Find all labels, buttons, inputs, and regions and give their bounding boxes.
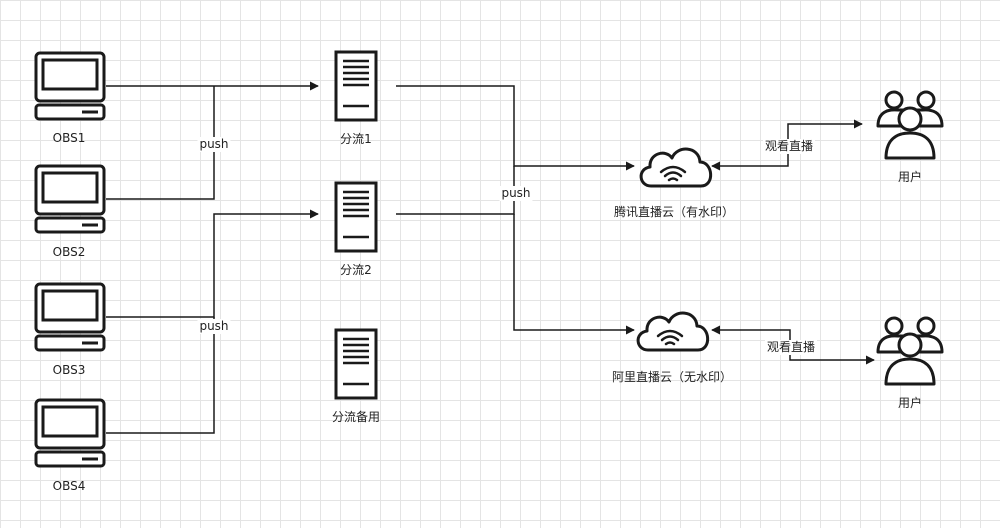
edge-obs4-split2	[106, 317, 215, 434]
split2-server-icon	[334, 181, 378, 253]
obs3-label: OBS3	[52, 363, 86, 377]
edge-label-push-split: push	[499, 186, 533, 201]
obs3-laptop-icon	[34, 282, 106, 352]
obs1-laptop-icon	[34, 51, 106, 121]
users-bottom-icon	[876, 316, 944, 386]
aliyun-cloud-wifi-icon	[636, 311, 710, 352]
edge-label-push-obs34: push	[197, 319, 231, 334]
obs4-laptop-icon	[34, 398, 106, 468]
edge-split2-aliyun	[513, 214, 635, 335]
users-bottom-label: 用户	[897, 396, 923, 410]
tencent-cloud-wifi-icon	[639, 147, 713, 188]
obs2-label: OBS2	[52, 245, 86, 259]
aliyun-label: 阿里直播云（无水印）	[612, 370, 733, 384]
obs4-label: OBS4	[52, 479, 86, 493]
split2-label: 分流2	[340, 263, 372, 277]
edge-label-push-obs12: push	[197, 137, 231, 152]
edge-split1-tencent	[396, 85, 635, 171]
edge-obs2-split1	[106, 86, 215, 200]
split1-server-icon	[334, 50, 378, 122]
edge-obs3-split2	[106, 209, 319, 318]
edge-label-watch-bottom: 观看直播	[764, 340, 818, 355]
obs1-label: OBS1	[52, 131, 86, 145]
users-top-icon	[876, 90, 944, 160]
edge-split2-tencent	[396, 166, 515, 215]
edge-label-watch-top: 观看直播	[762, 139, 816, 154]
split-backup-label: 分流备用	[331, 410, 381, 424]
split-backup-server-icon	[334, 328, 378, 400]
users-top-label: 用户	[897, 170, 923, 184]
tencent-label: 腾讯直播云（有水印）	[614, 205, 735, 219]
split1-label: 分流1	[340, 132, 372, 146]
obs2-laptop-icon	[34, 164, 106, 234]
